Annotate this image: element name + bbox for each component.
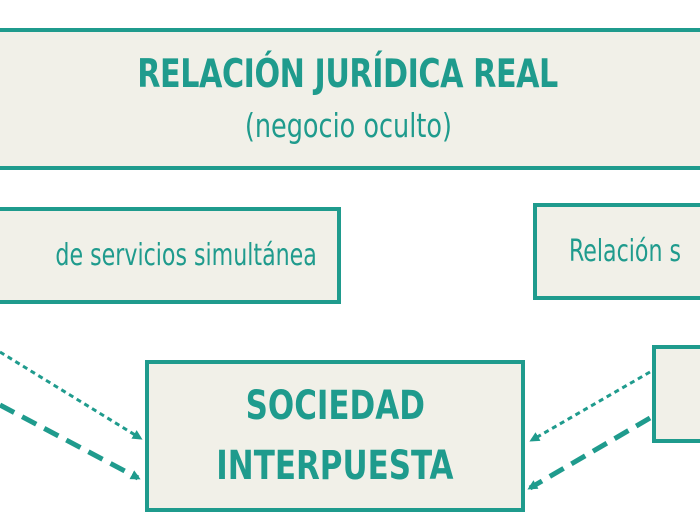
interposed-company-line1: SOCIEDAD: [245, 383, 425, 429]
hidden-business-subtitle: (negocio oculto): [244, 105, 452, 145]
right-relation-box: Relación s: [533, 203, 700, 300]
simultaneous-services-box: de servicios simultánea: [0, 207, 341, 304]
interposed-company-box: SOCIEDAD INTERPUESTA: [145, 360, 525, 512]
right-small-box: [652, 345, 700, 443]
real-legal-relation-title: RELACIÓN JURÍDICA REAL: [137, 52, 559, 98]
arrow-left-dotted: [0, 350, 143, 440]
simultaneous-services-label: de servicios simultánea: [55, 238, 317, 273]
arrow-right-dotted: [529, 370, 651, 442]
arrow-right-dashed: [527, 415, 652, 491]
real-legal-relation-box: RELACIÓN JURÍDICA REAL (negocio oculto): [0, 28, 700, 170]
right-relation-label: Relación s: [569, 234, 682, 269]
arrow-left-dashed: [0, 402, 141, 481]
interposed-company-line2: INTERPUESTA: [216, 443, 454, 489]
